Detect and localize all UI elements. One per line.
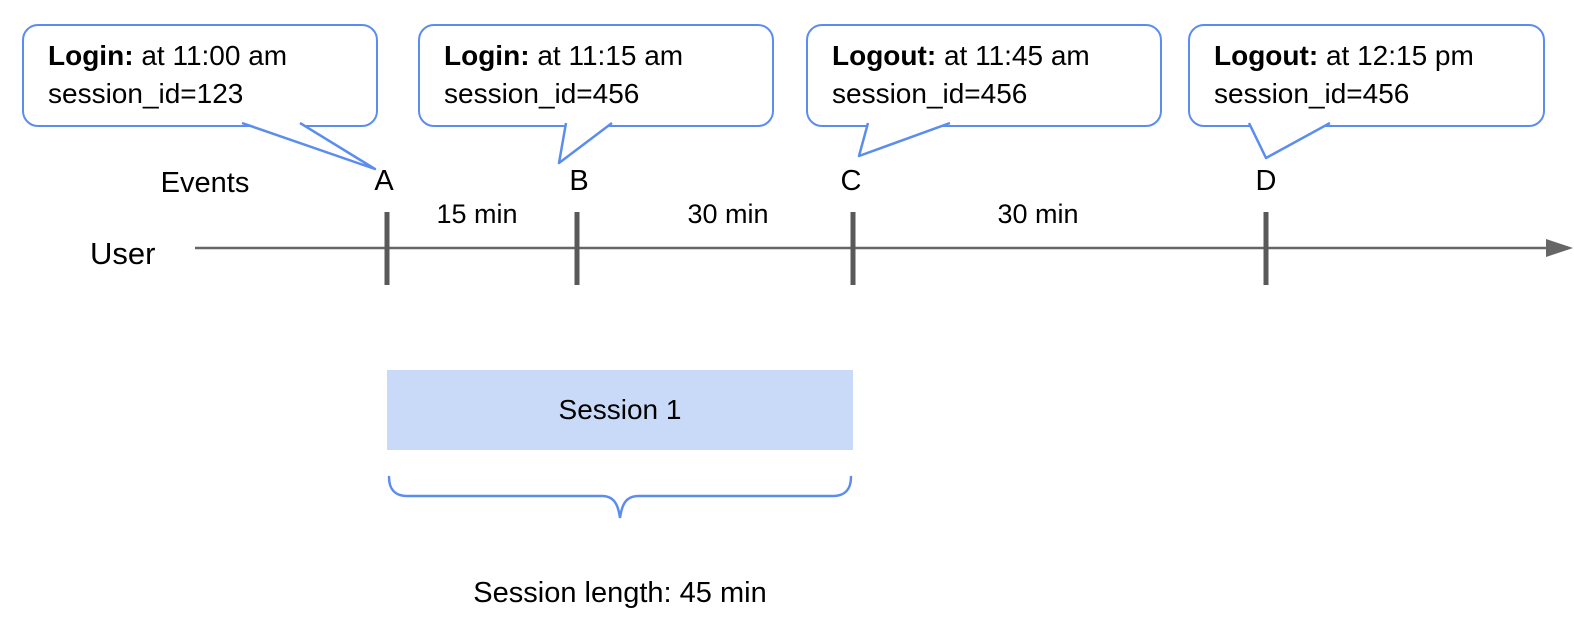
callout-line1: Logout: at 12:15 pm	[1214, 37, 1543, 75]
callout-line2: session_id=123	[48, 78, 244, 109]
tick-label-a: A	[374, 165, 394, 197]
event-type-label: Logout:	[832, 40, 937, 71]
callout-line2: session_id=456	[444, 78, 640, 109]
callout-line1: Logout: at 11:45 am	[832, 37, 1160, 75]
event-time-label: at 11:45 am	[943, 40, 1090, 71]
user-axis-label: User	[90, 236, 156, 271]
event-time-label: at 11:00 am	[141, 40, 288, 71]
callout-c-tail	[857, 121, 951, 158]
callout-event-c: Logout: at 11:45 am session_id=456	[806, 24, 1162, 127]
callout-a-tail	[241, 121, 377, 171]
session-length-brace	[387, 475, 853, 519]
callout-d-tail	[1247, 121, 1331, 160]
callout-line2: session_id=456	[832, 78, 1028, 109]
tick-label-d: D	[1255, 165, 1277, 197]
callout-line2: session_id=456	[1214, 78, 1410, 109]
event-time-label: at 11:15 am	[537, 40, 684, 71]
session-length-label: Session length: 45 min	[473, 577, 767, 609]
callout-line1: Login: at 11:00 am	[48, 37, 376, 75]
callout-event-a: Login: at 11:00 am session_id=123	[22, 24, 378, 127]
tick-label-c: C	[840, 165, 862, 197]
event-type-label: Logout:	[1214, 40, 1319, 71]
events-axis-label: Events	[160, 167, 250, 199]
interval-label-cd: 30 min	[997, 199, 1079, 229]
event-type-label: Login:	[48, 40, 134, 71]
callout-event-d: Logout: at 12:15 pm session_id=456	[1188, 24, 1545, 127]
interval-label-bc: 30 min	[687, 199, 769, 229]
callout-b-tail	[557, 122, 613, 165]
interval-label-ab: 15 min	[436, 199, 518, 229]
callout-line1: Login: at 11:15 am	[444, 37, 772, 75]
event-time-label: at 12:15 pm	[1325, 40, 1474, 71]
tick-label-b: B	[569, 165, 589, 197]
callout-event-b: Login: at 11:15 am session_id=456	[418, 24, 774, 127]
event-type-label: Login:	[444, 40, 530, 71]
session-bar: Session 1	[387, 370, 853, 450]
session-bar-label: Session 1	[558, 394, 682, 425]
timeline-arrowhead-icon	[1546, 239, 1573, 257]
